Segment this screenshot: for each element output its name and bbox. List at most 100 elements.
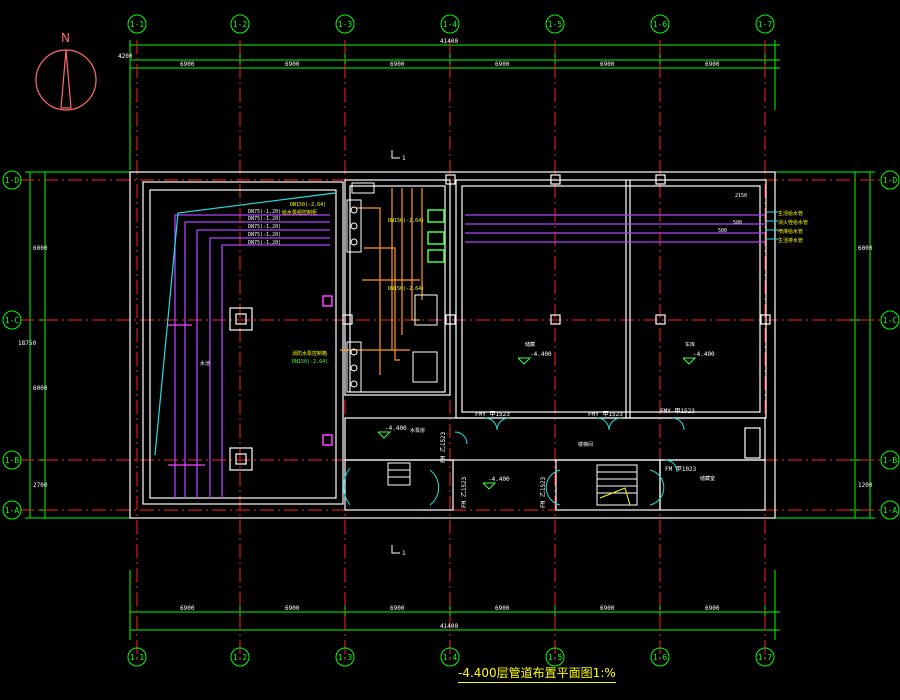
axis-centerlines [20,40,880,660]
pipe-tag-1: DN75(-1.20) [248,209,281,215]
north-label: N [61,31,70,45]
axis-left-0-label: 1-D [5,176,20,185]
door-label-5: FM 乙1523 [540,476,547,508]
dim-bottom-5: 6900 [705,605,720,612]
axis-bottom-5-circle [650,647,670,667]
pump-equipment [346,182,438,393]
dim-bottom-1: 6900 [285,605,300,612]
axis-left-0-circle [2,170,22,190]
axis-right-1-circle [880,310,900,330]
axis-top-5-label: 1-6 [653,20,668,29]
dim-side-4: 1200 [858,482,873,489]
level-1: -4.400 [693,351,715,358]
building-walls [129,171,776,519]
door-label-3: FM 甲1023 [665,466,697,473]
dim-side-1: 6000 [33,385,48,392]
dim-top-6: 6900 [705,61,720,68]
axis-right-1-label: 1-C [883,316,898,325]
legend-2: 喷淋给水管 [778,228,803,235]
door-label-2: FMY 甲1523 [660,408,695,415]
dim-bottom-2: 6900 [390,605,405,612]
north-arrow [35,49,97,111]
door-label-6: FM 乙1523 [440,431,447,463]
axis-top-6-label: 1-7 [758,20,773,29]
axis-top-6-circle [755,14,775,34]
magenta-markers [322,209,445,446]
room-label-1: 水泵房 [410,427,425,434]
dim-bottom-0: 6900 [180,605,195,612]
dim-top-total: 41400 [440,38,458,45]
pipe-tag-5: DN75(-1.20) [248,240,281,246]
axis-right-2-label: 1-B [883,456,898,465]
dim-bottom-total: 41400 [440,623,458,630]
axis-left-3-circle [2,500,22,520]
pipe-section-ends [765,211,778,240]
axis-right-3-label: 1-A [883,506,898,515]
axis-left-1-label: 1-C [5,316,20,325]
room-label-0: 水池 [200,360,210,367]
equip-label-0: 给水泵组控制柜 [282,209,317,216]
axis-left-2-circle [2,450,22,470]
axis-left-1-circle [2,310,22,330]
legend-3: 生活排水管 [778,237,803,244]
pipes-storage [465,214,765,243]
room-label-5: 楼梯间 [578,441,593,448]
axis-bottom-3-circle [440,647,460,667]
legend-0: 生活给水管 [778,210,803,217]
section-mark-1: 1 [402,550,406,557]
equip-label-2: DN150(-2.64) [388,286,424,292]
axis-bottom-0-label: 1-1 [130,653,145,662]
axis-bottom-1-label: 1-2 [233,653,248,662]
pipes-water-tank [168,214,330,498]
level-3: -4.400 [488,476,510,483]
dim-bottom-4: 6900 [600,605,615,612]
pipe-cyan-run [154,192,336,456]
axis-top-0-label: 1-1 [130,20,145,29]
door-label-1: FMY 甲1523 [588,411,623,418]
axis-top-4-circle [545,14,565,34]
axis-top-5-circle [650,14,670,34]
room-label-2: 储藏 [525,341,535,348]
section-markers [391,150,400,554]
dim-top-4: 6900 [495,61,510,68]
axis-right-0-circle [880,170,900,190]
pipe-tag-4: DN75(-1.20) [248,232,281,238]
drawing-title: -4.400层管道布置平面图1:% [458,664,616,683]
room-label-4: 储藏室 [700,475,715,482]
axis-left-3-label: 1-A [5,506,20,515]
dim-top-3: 6900 [390,61,405,68]
axis-bottom-4-circle [545,647,565,667]
axis-top-1-circle [230,14,250,34]
axis-bottom-3-label: 1-4 [443,653,458,662]
dim-small-1: 2150 [735,193,747,199]
axis-top-3-label: 1-4 [443,20,458,29]
axis-bottom-6-label: 1-7 [758,653,773,662]
axis-bottom-0-circle [127,647,147,667]
level-marks [377,357,697,490]
pipe-tag-0: DN150(-2.64) [290,202,326,208]
dim-side-0: 6000 [33,245,48,252]
axis-right-3-circle [880,500,900,520]
axis-top-4-label: 1-5 [548,20,563,29]
dim-top-1: 6900 [180,61,195,68]
axis-right-2-circle [880,450,900,470]
pipe-tag-2: DN75(-1.20) [248,216,281,222]
axis-left-2-label: 1-B [5,456,20,465]
columns [229,174,771,471]
pipes-pump-room [340,188,423,375]
axis-bubbles: 1-11-11-21-21-31-31-41-41-51-51-61-61-71… [2,14,900,667]
room-label-3: 车库 [685,341,695,348]
axis-bottom-2-circle [335,647,355,667]
dim-side-total: 18750 [18,340,36,347]
axis-right-0-label: 1-D [883,176,898,185]
axis-top-3-circle [440,14,460,34]
top-dimension-lines [129,40,780,170]
axis-bottom-5-label: 1-6 [653,653,668,662]
legend-1: 消火栓给水管 [778,219,808,226]
axis-top-2-circle [335,14,355,34]
stairs [387,462,638,506]
axis-top-2-label: 1-3 [338,20,353,29]
dim-top-2: 6900 [285,61,300,68]
dim-small-2: 500 [718,228,727,234]
